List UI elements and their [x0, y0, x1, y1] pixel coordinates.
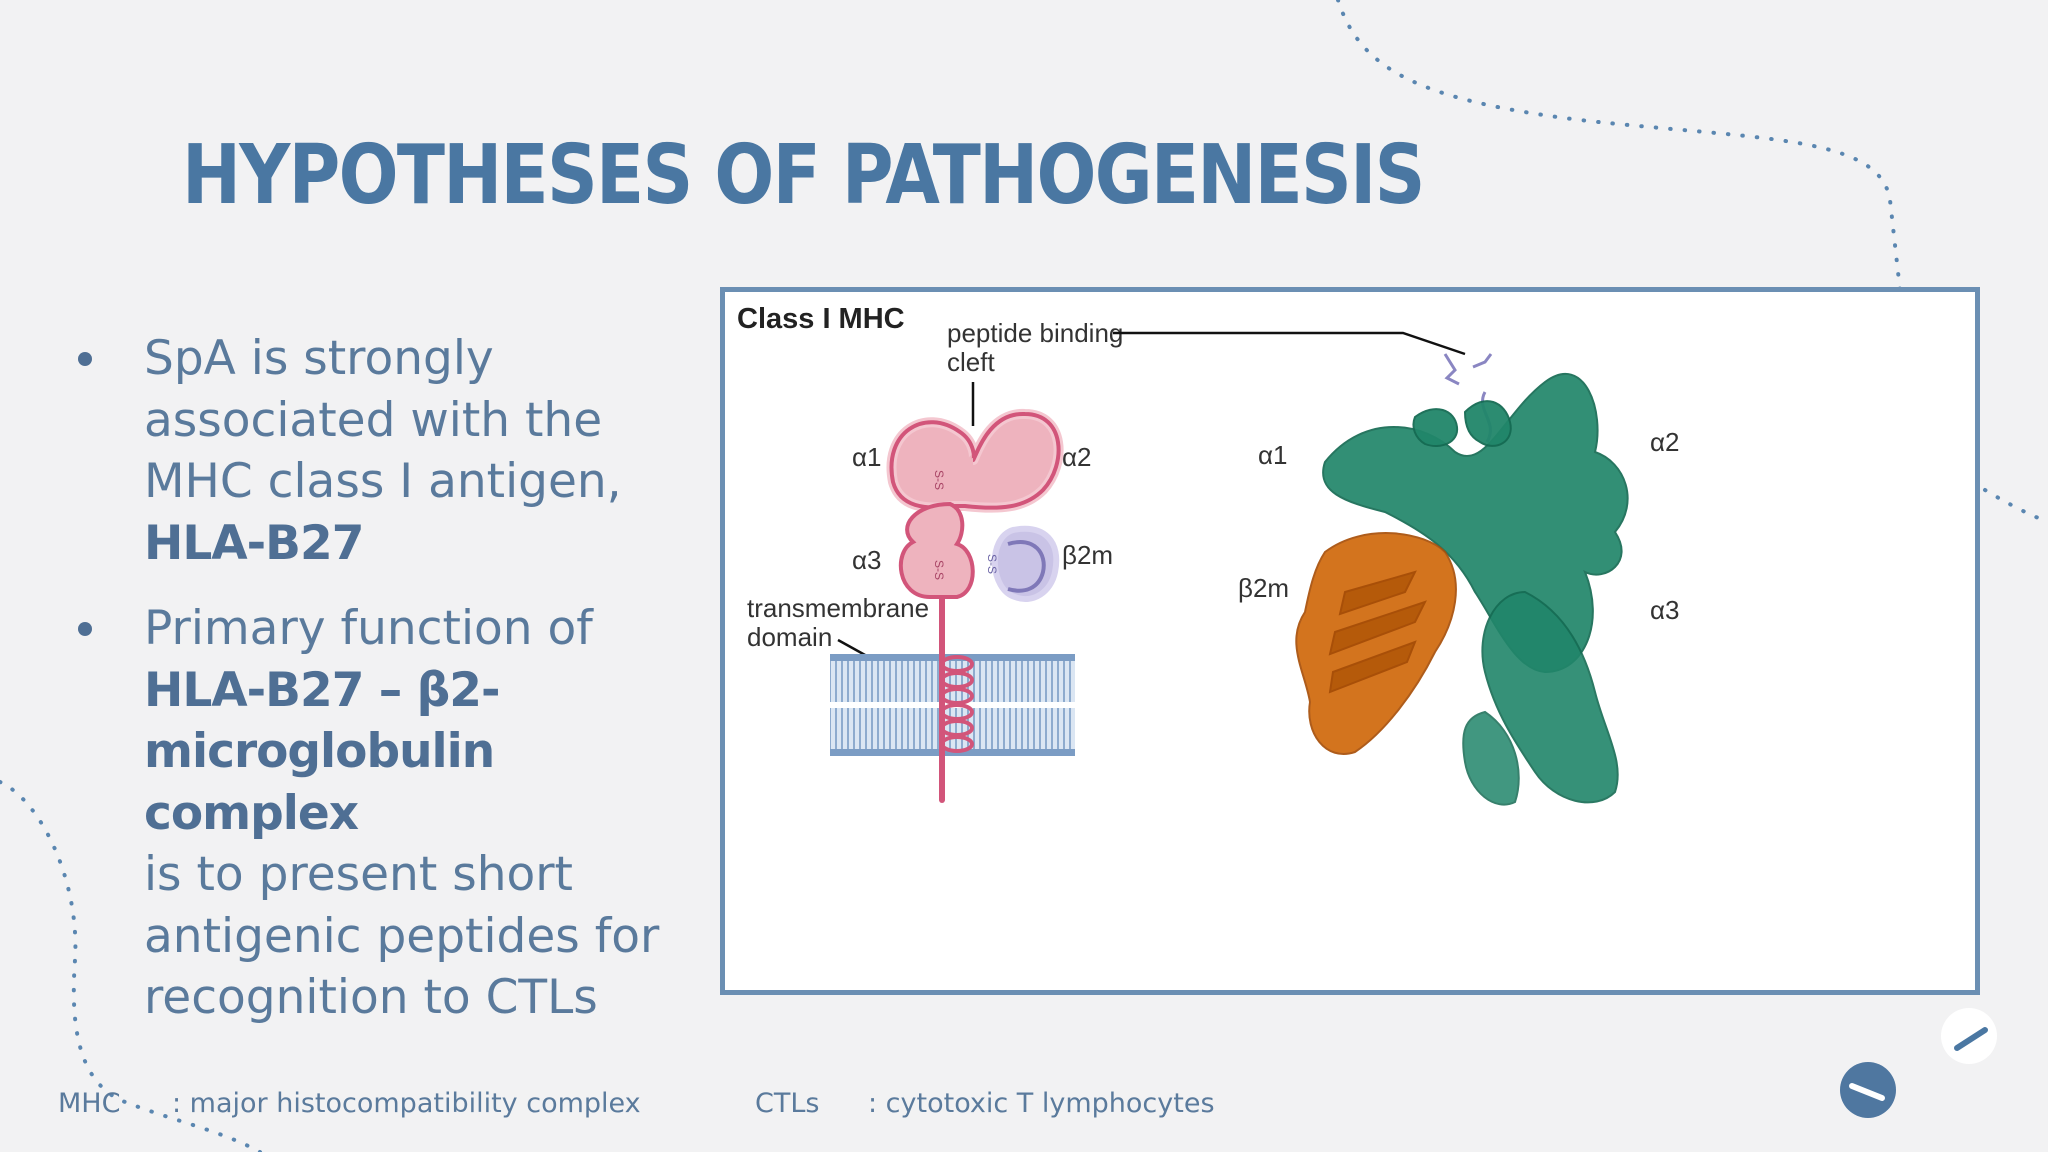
next-slide-button[interactable]	[1941, 1008, 1997, 1064]
mhc-figure: Class I MHC peptide binding cleft α1 α2 …	[720, 287, 1980, 995]
decorative-curve-right	[1983, 488, 2048, 524]
label-alpha3-structure: α3	[1650, 595, 1680, 625]
label-alpha3-schematic: α3	[852, 545, 882, 575]
footer-mhc-abbreviation: MHC	[58, 1088, 121, 1119]
disulfide-bond-alpha2: S-S	[932, 470, 946, 490]
bullet-item: Primary function of HLA-B27 – β2-microgl…	[70, 598, 690, 1029]
bullet-text: is to present short antigenic peptides f…	[144, 847, 660, 1025]
disulfide-bond-b2m: S-S	[985, 554, 999, 574]
bullet-bold-text: HLA-B27 – β2-microglobulin complex	[144, 662, 500, 841]
label-transmembrane: transmembrane	[747, 593, 929, 623]
previous-slide-button[interactable]	[1840, 1062, 1896, 1118]
label-b2m-structure: β2m	[1238, 573, 1289, 603]
footer-ctl-definition: : cytotoxic T lymphocytes	[868, 1088, 1215, 1119]
label-alpha2-schematic: α2	[1062, 442, 1092, 472]
bullet-dot-icon	[78, 352, 92, 366]
heavy-chain-ribbon	[1322, 373, 1629, 806]
b2m-ribbon	[1295, 532, 1457, 755]
bullet-dot-icon	[78, 622, 92, 636]
disulfide-bond-alpha3: S-S	[932, 560, 946, 580]
footer-mhc-definition: : major histocompatibility complex	[172, 1088, 641, 1119]
label-alpha1-structure: α1	[1258, 440, 1288, 470]
bullet-item: SpA is strongly associated with the MHC …	[70, 328, 690, 574]
previous-slide-icon	[1849, 1083, 1885, 1101]
label-b2m-schematic: β2m	[1062, 540, 1113, 570]
label-alpha2-structure: α2	[1650, 427, 1680, 457]
figure-heading: Class I MHC	[737, 303, 905, 335]
label-cleft: cleft	[947, 347, 995, 377]
label-alpha1-schematic: α1	[852, 442, 882, 472]
label-domain: domain	[747, 622, 832, 652]
slide-title: HYPOTHESES OF PATHOGENESIS	[182, 128, 1425, 223]
heavy-chain-domains: S-S S-S S-S	[886, 409, 1064, 602]
mhc-diagram: Class I MHC peptide binding cleft α1 α2 …	[737, 303, 1680, 806]
label-peptide-binding: peptide binding	[947, 318, 1123, 348]
next-slide-icon	[1954, 1027, 1988, 1051]
transmembrane-helix	[940, 655, 974, 753]
bullet-text: SpA is strongly associated with the MHC …	[144, 331, 622, 509]
footer-ctl-abbreviation: CTLs	[755, 1088, 820, 1119]
bullet-text: Primary function of	[144, 601, 593, 656]
bullet-bold-text: HLA-B27	[144, 515, 364, 571]
bullet-list: SpA is strongly associated with the MHC …	[70, 328, 690, 1053]
peptide-cleft-leader-line	[1113, 331, 1466, 356]
